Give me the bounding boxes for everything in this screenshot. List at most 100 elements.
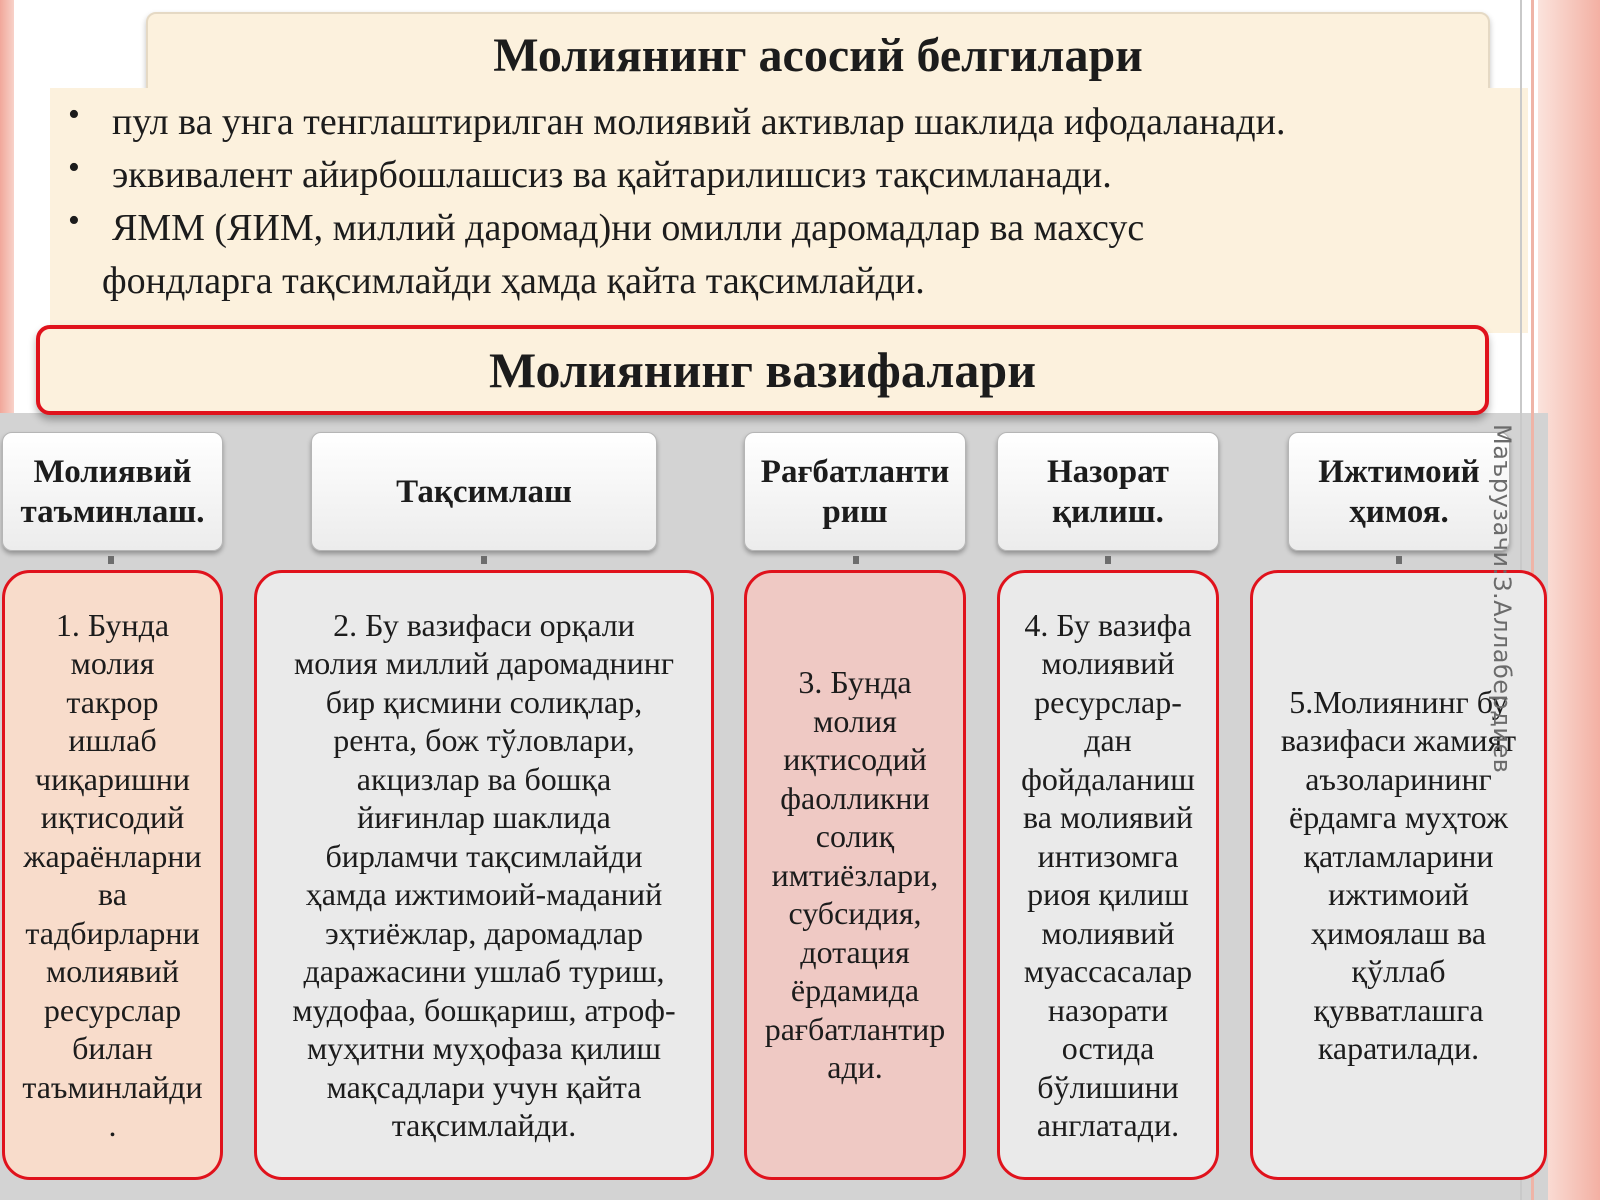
function-text-line: англатади. [1036, 1107, 1180, 1143]
function-text-line: жараёнларни [23, 837, 202, 874]
header-line: Назорат [1047, 453, 1169, 490]
header-financial-provision: Молиявий таъминлаш. [2, 432, 223, 551]
function-text-line: эҳтиёжлар, даромадлар [325, 914, 643, 951]
function-text-line: мақсадлари учун қайта [326, 1068, 642, 1105]
function-text-line: дотация [800, 933, 910, 970]
function-text-line: иқтисодий [783, 741, 927, 778]
connector [853, 556, 859, 564]
function-text-line: фаолликни [780, 779, 930, 816]
header-stimulation: Рағбатланти риш [744, 432, 966, 551]
bullet-text: эквивалент айирбошлашсиз ва қайтарилишси… [112, 154, 1112, 196]
function-text-line: ади. [827, 1049, 883, 1086]
function-text-line: ҳимоялаш ва [1310, 914, 1487, 951]
function-text-line: молия [70, 645, 155, 681]
connector [108, 556, 114, 564]
function-text-line: чиқаришни [35, 760, 190, 797]
function-text-line: муассасалар [1023, 953, 1193, 989]
function-text-line: имтиёзлари, [771, 856, 939, 893]
function-text-line: муҳитни муҳофаза қилиш [306, 1030, 662, 1066]
bullets-box [50, 88, 1528, 333]
header-line: қилиш. [1052, 493, 1164, 530]
right-decor-frame [1538, 0, 1600, 1200]
connector [1105, 556, 1111, 564]
function-text-line: ижтимоий [1328, 876, 1469, 912]
function-text-line: иқтисодий [40, 799, 185, 835]
function-text-line: молиявий [1041, 914, 1175, 951]
function-text-line: дан [1084, 722, 1132, 758]
function-text-line: каратилади. [1317, 1030, 1480, 1066]
bullet-marker: • [68, 202, 80, 239]
function-text-line: ишлаб [68, 722, 157, 758]
function-text-line: молия миллий даромаднинг [293, 645, 675, 681]
header-line: Рағбатланти [760, 453, 950, 490]
function-text-line: ва [98, 876, 127, 912]
bullet-text: пул ва унга тенглаштирилган молиявий акт… [112, 101, 1286, 143]
function-text-line: билан [72, 1030, 153, 1066]
header-line: Ижтимоий [1318, 453, 1480, 490]
function-text-line: . [108, 1107, 117, 1143]
header-control: Назорат қилиш. [997, 432, 1219, 551]
header-line: таъминлаш. [20, 493, 205, 530]
function-text-line: бир қисмини солиқлар, [325, 683, 643, 720]
function-text-line: бўлишини [1037, 1068, 1179, 1105]
connector [1396, 556, 1402, 564]
function-text-line: ресурслар [43, 991, 182, 1028]
function-text-line: молиявий [1041, 645, 1175, 681]
function-text-line: бирламчи тақсимлайди [325, 837, 643, 874]
bullet-text-continuation: фондларга тақсимлайди ҳамда қайта тақсим… [102, 260, 925, 302]
bullet-item: • эквивалент айирбошлашсиз ва қайтарилиш… [60, 149, 1500, 202]
function-text-line: ёрдамида [790, 972, 920, 1009]
function-text-line: ҳамда ижтимоий-маданий [305, 876, 663, 912]
function-text-line: вазифаси жамият [1280, 722, 1517, 758]
bullet-marker: • [68, 96, 80, 133]
function-text-line: рента, бож тўловлари, [333, 722, 635, 758]
function-text-line: қувватлашга [1313, 991, 1484, 1028]
header-line: ҳимоя. [1349, 493, 1449, 530]
function-text-line: субсидия, [788, 895, 922, 932]
function-text-line: 3. Бунда [798, 664, 912, 701]
function-text-line: тақсимлайди. [391, 1107, 577, 1143]
function-text-line: ёрдамга муҳтож [1289, 799, 1508, 835]
functions-title: Молиянинг вазифалари [36, 325, 1489, 415]
bullet-item: • ЯММ (ЯИМ, миллий даромад)ни омилли дар… [60, 202, 1500, 308]
connector [481, 556, 487, 564]
function-text-line: риоя қилиш [1027, 876, 1189, 912]
function-text-line: фойдаланиш [1021, 760, 1195, 797]
function-text-line: 2. Бу вазифаси орқали [333, 606, 635, 643]
function-text-line: 4. Бу вазифа [1024, 606, 1192, 643]
function-text-line: қўллаб [1351, 953, 1446, 989]
function-text-line: рағбатлантир [764, 1010, 946, 1047]
header-line: Тақсимлаш [396, 473, 572, 510]
function-text-line: молия [813, 702, 897, 739]
function-text-line: мудофаа, бошқариш, атроф- [292, 991, 676, 1028]
header-line: риш [822, 493, 888, 530]
slide-title: Молиянинг асосий белгилари [493, 29, 1143, 82]
function-text-line: аъзоларининг [1305, 760, 1492, 797]
bullet-list: • пул ва унга тенглаштирилган молиявий а… [60, 96, 1500, 308]
header-line: Молиявий [33, 453, 192, 490]
function-text-line: йиғинлар шаклида [357, 799, 611, 835]
function-text-line: ресурслар- [1034, 683, 1182, 720]
function-text-line: такрор [66, 683, 159, 720]
function-text-line: молиявий [45, 953, 179, 989]
vertical-author-caption: Маърузачи:З.Аллабердиев [1488, 424, 1516, 774]
header-social-protection: Ижтимоий ҳимоя. [1288, 432, 1510, 551]
function-text-line: тадбирларни [25, 914, 200, 951]
function-text-line: интизомга [1037, 837, 1179, 874]
function-text-line: назорати [1047, 991, 1169, 1028]
function-text-line: 1. Бунда [55, 606, 170, 643]
function-text-line: солиқ [815, 818, 895, 855]
function-text-line: даражасини ушлаб туриш, [303, 953, 665, 989]
function-text-line: акцизлар ва бошқа [356, 760, 612, 797]
bullet-item: • пул ва унга тенглаштирилган молиявий а… [60, 96, 1500, 149]
function-text-line: таъминлайди [22, 1068, 203, 1105]
